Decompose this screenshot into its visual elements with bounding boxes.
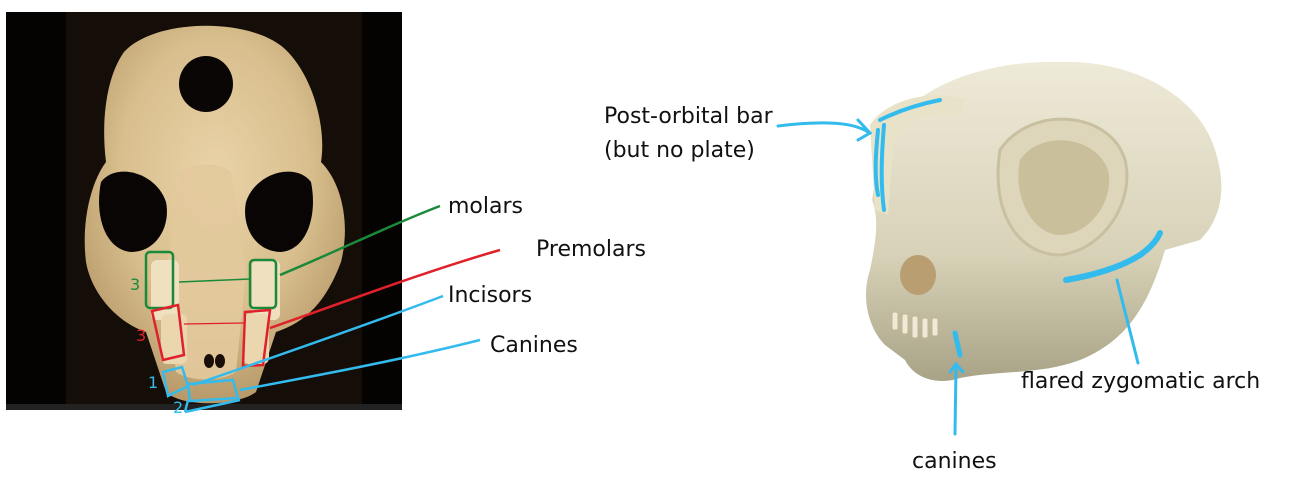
label-postorbital-bar: Post-orbital bar — [604, 104, 773, 129]
label-zygomatic-arch: flared zygomatic arch — [1021, 369, 1261, 394]
label-canines-lateral: canines — [912, 449, 997, 474]
label-incisors: Incisors — [448, 283, 533, 308]
label-canines: Canines — [490, 333, 578, 358]
label-postorbital-note: (but no plate) — [604, 138, 755, 163]
label-molars: molars — [448, 194, 523, 219]
label-premolars: Premolars — [536, 237, 646, 262]
